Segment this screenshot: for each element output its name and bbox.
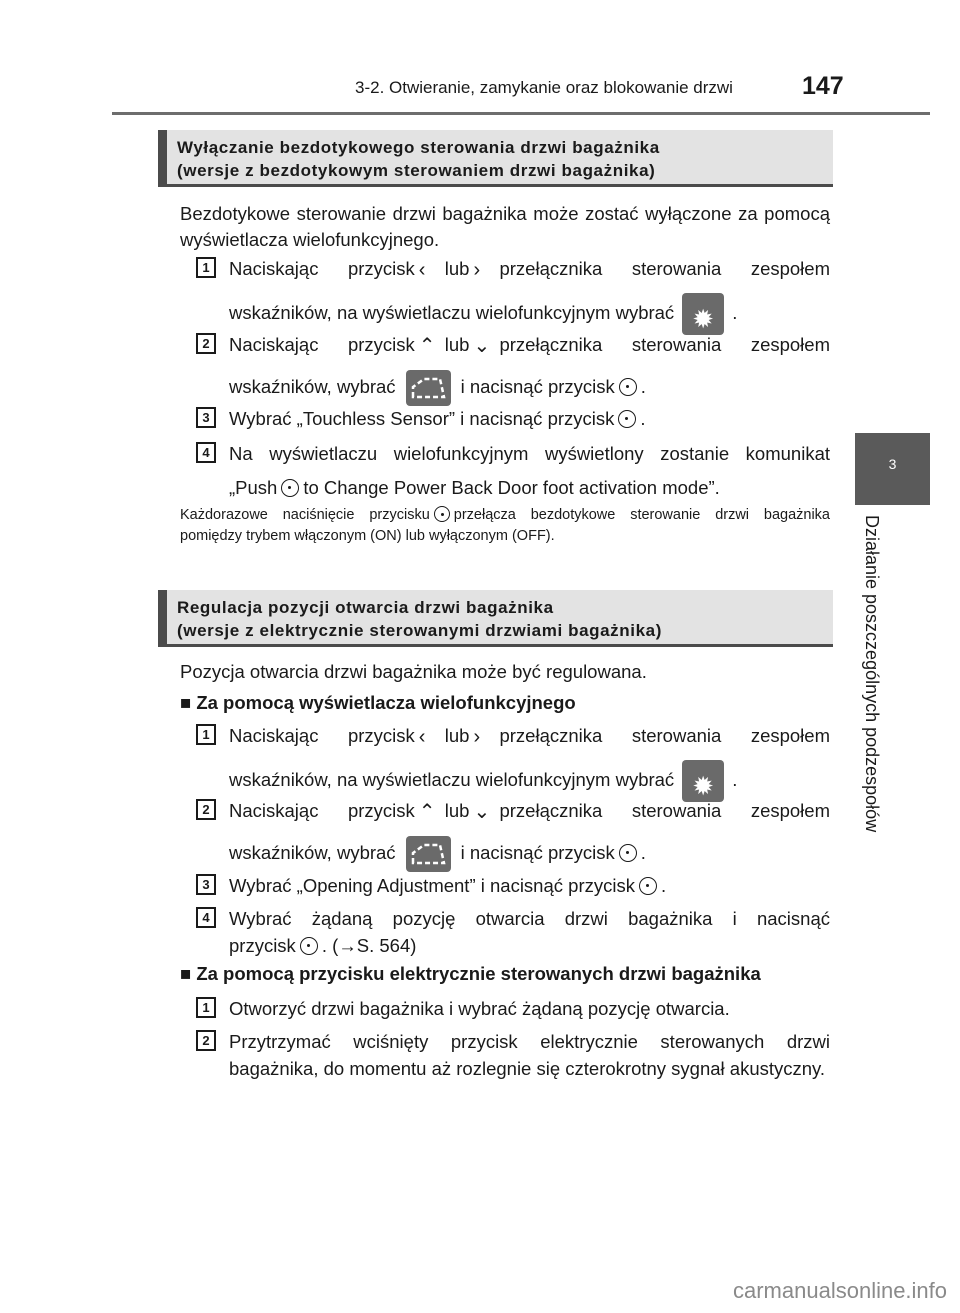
step-number: 4 xyxy=(196,442,216,463)
intro-paragraph: Pozycja otwarcia drzwi bagażnika może by… xyxy=(180,661,647,682)
running-header-section: 3-2. Otwieranie, zamykanie oraz blokowan… xyxy=(355,78,733,97)
chapter-tab: 3 xyxy=(855,433,930,505)
intro-paragraph: Bezdotykowe sterowanie drzwi bagażnika m… xyxy=(180,203,830,250)
ok-button-icon xyxy=(433,506,450,522)
ok-button-icon xyxy=(618,410,637,428)
step-1: 1 Naciskając przycisk‹lub›przełącznika s… xyxy=(196,255,830,342)
step-2: 2 Naciskając przycisk⌃lub⌄przełącznika s… xyxy=(196,797,830,875)
step-number: 1 xyxy=(196,257,216,278)
chevron-left-icon: ‹ xyxy=(418,259,426,281)
settings-gear-icon xyxy=(682,293,725,342)
chapter-title: Działanie poszczególnych podzespołów xyxy=(862,515,882,833)
ok-button-icon xyxy=(638,877,657,895)
section-heading-touchless: Wyłączanie bezdotykowego sterowania drzw… xyxy=(158,130,833,187)
settings-gear-icon xyxy=(682,760,725,809)
ok-button-icon xyxy=(281,479,300,497)
step-4: 4 Na wyświetlaczu wielofunkcyjnym wyświe… xyxy=(196,440,830,501)
section-heading-opening-position: Regulacja pozycji otwarcia drzwi bagażni… xyxy=(158,590,833,647)
chevron-right-icon: › xyxy=(473,259,481,281)
step-number: 3 xyxy=(196,407,216,428)
chevron-down-icon: ⌄ xyxy=(473,801,491,823)
vehicle-settings-icon xyxy=(405,370,451,407)
chevron-left-icon: ‹ xyxy=(418,726,426,748)
step-number: 1 xyxy=(196,997,216,1018)
step-2: 2 Przytrzymać wciśnięty przycisk elektry… xyxy=(196,1028,830,1082)
subheading-display: ■ Za pomocą wyświetlacza wielofunkcyjneg… xyxy=(180,692,576,713)
header-rule xyxy=(112,112,930,115)
step-number: 4 xyxy=(196,907,216,928)
chevron-up-icon: ⌃ xyxy=(418,801,436,823)
step-4: 4 Wybrać żądaną pozycję otwarcia drzwi b… xyxy=(196,905,830,959)
step-number: 2 xyxy=(196,1030,216,1051)
step-3: 3 Wybrać „Touchless Sensor” i nacisnąć p… xyxy=(196,405,830,432)
subheading-button: ■ Za pomocą przycisku elektrycznie stero… xyxy=(180,963,761,984)
step-number: 2 xyxy=(196,333,216,354)
step-number: 1 xyxy=(196,724,216,745)
watermark: carmanualsonline.info xyxy=(733,1278,948,1303)
chevron-down-icon: ⌄ xyxy=(473,335,491,357)
step-1: 1 Otworzyć drzwi bagażnika i wybrać żąda… xyxy=(196,995,830,1022)
step-1: 1 Naciskając przycisk‹lub›przełącznika s… xyxy=(196,722,830,809)
step-2: 2 Naciskając przycisk⌃lub⌄przełącznika s… xyxy=(196,331,830,409)
vehicle-settings-icon xyxy=(405,836,451,873)
chevron-right-icon: › xyxy=(473,726,481,748)
page-number: 147 xyxy=(802,72,844,100)
step-number: 3 xyxy=(196,874,216,895)
ok-button-icon xyxy=(618,378,637,396)
ok-button-icon xyxy=(618,844,637,862)
step-number: 2 xyxy=(196,799,216,820)
chevron-up-icon: ⌃ xyxy=(418,335,436,357)
ok-button-icon xyxy=(299,937,318,955)
step-3: 3 Wybrać „Opening Adjustment” i nacisnąć… xyxy=(196,872,830,899)
